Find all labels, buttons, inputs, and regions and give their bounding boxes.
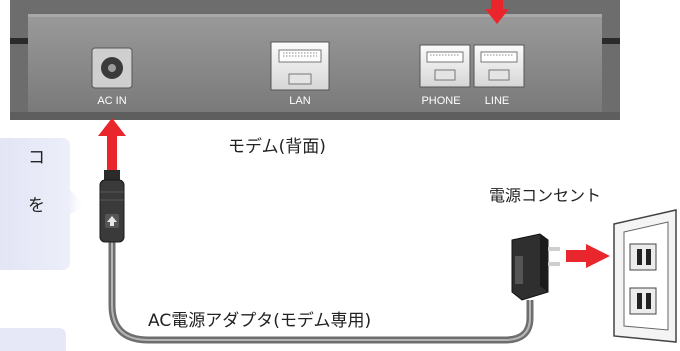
callout-box-lower	[0, 328, 66, 351]
outlet-arrow	[566, 244, 610, 268]
modem-caption: モデム(背面)	[228, 136, 326, 157]
line-arrow	[485, 0, 509, 24]
ac-in-arrow	[98, 118, 126, 170]
callout-box-upper	[0, 138, 86, 270]
line-port	[473, 44, 525, 88]
callout-text-fragment-1: コ	[28, 148, 45, 168]
adapter-label: AC電源アダプタ(モデム専用)	[148, 310, 371, 331]
lan-port-label: LAN	[289, 95, 310, 107]
dc-plug	[99, 170, 125, 243]
ac-in-port	[91, 47, 133, 89]
outlet-label: 電源コンセント	[489, 186, 601, 205]
ac-adapter	[511, 233, 560, 301]
phone-port	[419, 44, 471, 88]
line-port-label: LINE	[485, 95, 509, 107]
lan-port	[270, 41, 330, 91]
phone-port-label: PHONE	[421, 95, 460, 107]
wall-outlet	[613, 209, 677, 343]
ac-in-port-label: AC IN	[97, 95, 126, 107]
callout-text-fragment-2: を	[28, 196, 45, 216]
